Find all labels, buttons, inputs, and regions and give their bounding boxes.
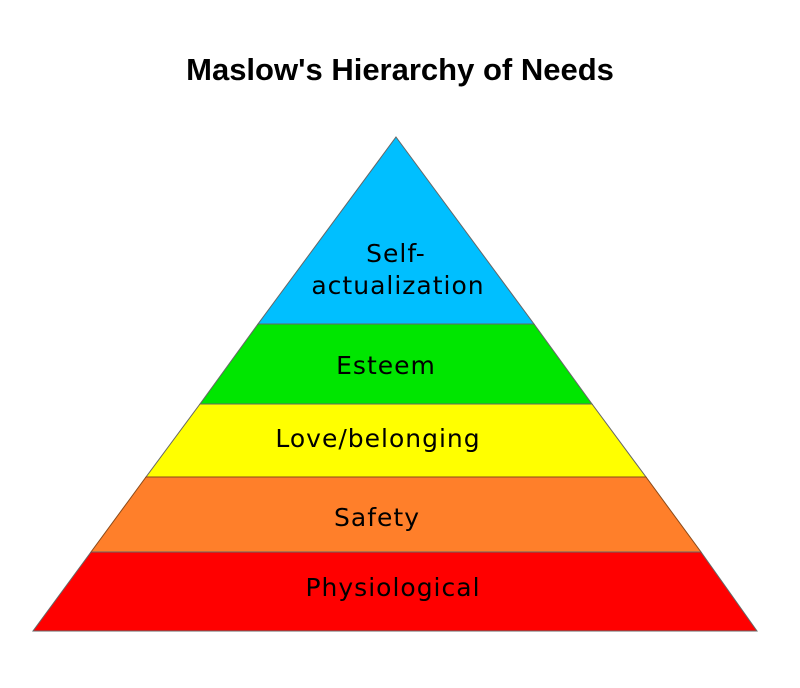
diagram-title: Maslow's Hierarchy of Needs bbox=[186, 52, 614, 87]
layer-physiological bbox=[32, 551, 758, 632]
label-esteem: Esteem bbox=[336, 351, 436, 380]
label-safety: Safety bbox=[334, 503, 420, 532]
label-physiological: Physiological bbox=[305, 573, 480, 602]
label-love-belonging: Love/belonging bbox=[275, 424, 480, 453]
label-self: Self- bbox=[366, 239, 426, 268]
label-actualization: actualization bbox=[311, 271, 484, 300]
